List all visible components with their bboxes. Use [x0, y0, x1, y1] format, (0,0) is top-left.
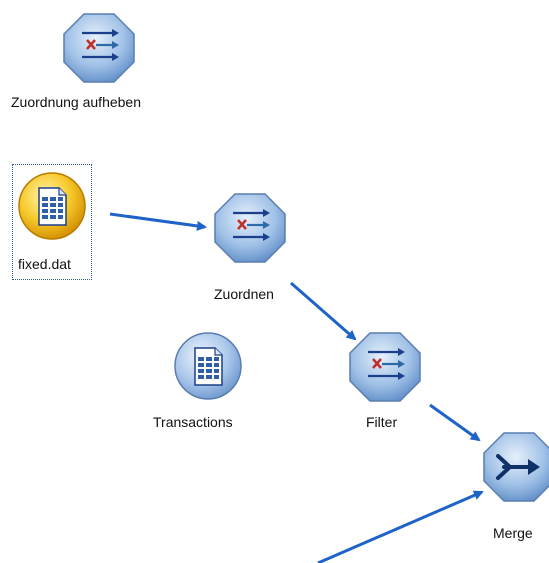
node-merge[interactable]	[482, 431, 549, 503]
file-source-circle-icon	[174, 332, 242, 400]
node-label-unmap: Zuordnung aufheben	[11, 94, 141, 110]
file-source-circle-icon	[18, 172, 86, 240]
link-filter-to-merge[interactable]	[429, 403, 481, 442]
node-label-filter: Filter	[366, 414, 398, 430]
node-transactions[interactable]	[173, 331, 243, 401]
field-operations-hex-icon	[349, 332, 421, 402]
node-label-merge: Merge	[493, 525, 533, 541]
link-fixed-to-map[interactable]	[109, 212, 207, 231]
merge-hex-icon	[483, 432, 549, 502]
selection-box	[12, 164, 92, 280]
node-label-fixed-dat: fixed.dat	[18, 256, 71, 272]
node-fixed-dat[interactable]	[17, 171, 87, 241]
link-transactions-to-merge[interactable]	[317, 490, 484, 563]
field-operations-hex-icon	[214, 193, 286, 263]
node-label-map: Zuordnen	[214, 286, 274, 302]
node-label-transactions: Transactions	[153, 414, 233, 430]
link-map-to-filter[interactable]	[290, 281, 357, 341]
field-operations-hex-icon	[63, 13, 135, 83]
node-map[interactable]	[213, 192, 287, 264]
node-filter[interactable]	[348, 331, 422, 403]
node-unmap[interactable]	[62, 12, 136, 84]
